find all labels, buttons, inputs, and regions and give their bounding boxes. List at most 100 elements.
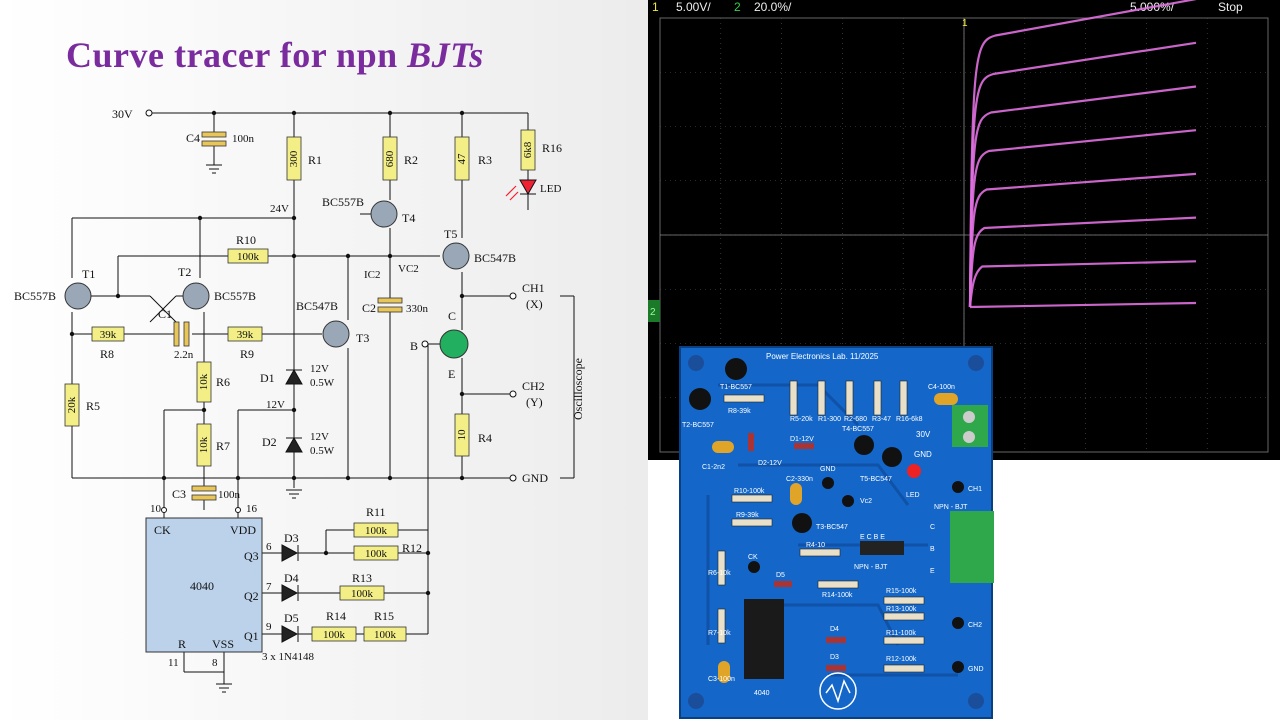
r16-value: 6k8: [522, 141, 534, 158]
svg-text:C3: C3: [172, 487, 186, 501]
svg-text:D4: D4: [284, 571, 299, 585]
svg-text:R9: R9: [240, 347, 254, 361]
svg-text:D1: D1: [260, 371, 275, 385]
svg-text:0.5W: 0.5W: [310, 445, 335, 457]
r5-value: 20k: [66, 396, 78, 413]
svg-text:10: 10: [150, 503, 162, 515]
svg-text:D3: D3: [284, 531, 299, 545]
svg-text:C1: C1: [158, 307, 172, 321]
svg-text:R6-10k: R6-10k: [708, 570, 731, 577]
svg-text:T2-BC557: T2-BC557: [682, 422, 714, 429]
svg-text:B: B: [410, 339, 418, 353]
svg-text:R9-39k: R9-39k: [736, 512, 759, 519]
svg-text:D3: D3: [830, 654, 839, 661]
svg-text:12V: 12V: [310, 363, 329, 375]
svg-text:R12: R12: [402, 541, 422, 555]
svg-text:D2: D2: [262, 435, 277, 449]
svg-text:CK: CK: [748, 554, 758, 561]
svg-text:R12-100k: R12-100k: [886, 656, 917, 663]
svg-text:12V: 12V: [310, 431, 329, 443]
svg-text:R1-300: R1-300: [818, 416, 841, 423]
trace-curve-1: [968, 260, 1197, 308]
svg-text:BC557B: BC557B: [322, 195, 364, 209]
r3-value: 47: [456, 153, 468, 165]
r10-value: 100k: [237, 251, 260, 263]
ic-name: 4040: [190, 579, 214, 593]
svg-text:R10: R10: [236, 233, 256, 247]
svg-text:C2: C2: [362, 301, 376, 315]
svg-text:30V: 30V: [916, 430, 931, 439]
svg-text:T3: T3: [356, 331, 369, 345]
r12-value: 100k: [365, 548, 388, 560]
svg-text:330n: 330n: [406, 303, 429, 315]
r7-value: 10k: [198, 436, 210, 453]
svg-text:12V: 12V: [266, 399, 285, 411]
trace-curve-3: [968, 172, 1197, 308]
r15-value: 100k: [374, 629, 397, 641]
svg-text:R5-20k: R5-20k: [790, 416, 813, 423]
svg-text:VC2: VC2: [398, 263, 419, 275]
svg-text:E: E: [930, 568, 935, 575]
svg-text:T2: T2: [178, 265, 191, 279]
svg-text:T4-BC557: T4-BC557: [842, 426, 874, 433]
svg-text:B: B: [930, 546, 935, 553]
trigger-marker: 1: [962, 18, 968, 29]
svg-text:R2: R2: [404, 153, 418, 167]
svg-text:C3-100n: C3-100n: [708, 676, 735, 683]
svg-text:LED: LED: [540, 183, 561, 195]
svg-text:R14-100k: R14-100k: [822, 592, 853, 599]
r1-value: 300: [288, 150, 300, 167]
r4-value: 10: [456, 429, 468, 441]
svg-text:NPN - BJT: NPN - BJT: [934, 504, 968, 511]
svg-text:D5: D5: [284, 611, 299, 625]
svg-text:C1-2n2: C1-2n2: [702, 464, 725, 471]
svg-text:GND: GND: [820, 466, 836, 473]
oscilloscope-label: Oscilloscope: [571, 358, 585, 420]
svg-text:T5: T5: [444, 227, 457, 241]
svg-text:D1-12V: D1-12V: [790, 436, 814, 443]
svg-text:T3-BC547: T3-BC547: [816, 524, 848, 531]
svg-text:Q3: Q3: [244, 549, 259, 563]
svg-text:CK: CK: [154, 523, 171, 537]
r14-value: 100k: [323, 629, 346, 641]
svg-text:CH2: CH2: [968, 622, 982, 629]
svg-text:Q1: Q1: [244, 629, 259, 643]
trace-curve-5: [968, 85, 1197, 308]
svg-text:R15-100k: R15-100k: [886, 588, 917, 595]
svg-text:LED: LED: [906, 492, 920, 499]
svg-text:R13-100k: R13-100k: [886, 606, 917, 613]
supply-label: 30V: [112, 107, 133, 121]
svg-text:R10-100k: R10-100k: [734, 488, 765, 495]
scope-status-bar: 1 5.00V/ 2 20.0%/ 5.000%/ Stop: [652, 0, 1243, 14]
svg-text:R4: R4: [478, 431, 492, 445]
schematic-panel: Curve tracer for npn BJTs: [0, 0, 648, 720]
svg-text:R14: R14: [326, 609, 346, 623]
svg-text:Q2: Q2: [244, 589, 259, 603]
svg-text:R15: R15: [374, 609, 394, 623]
ic-4040: [145, 517, 263, 653]
svg-text:Power Electronics Lab. 11/2025: Power Electronics Lab. 11/2025: [766, 352, 879, 361]
svg-text:D5: D5: [776, 572, 785, 579]
r2-value: 680: [384, 150, 396, 167]
svg-text:C4-100n: C4-100n: [928, 384, 955, 391]
svg-text:BC557B: BC557B: [214, 289, 256, 303]
svg-text:100n: 100n: [218, 489, 241, 501]
svg-text:11: 11: [168, 657, 179, 669]
svg-text:R7: R7: [216, 439, 230, 453]
svg-text:8: 8: [212, 657, 218, 669]
svg-text:R5: R5: [86, 399, 100, 413]
svg-text:E C B E: E C B E: [860, 534, 885, 541]
svg-text:BC547B: BC547B: [296, 299, 338, 313]
svg-text:C2-330n: C2-330n: [786, 476, 813, 483]
svg-text:R11: R11: [366, 505, 386, 519]
r8-value: 39k: [100, 329, 117, 341]
r13-value: 100k: [351, 588, 374, 600]
svg-text:R3-47: R3-47: [872, 416, 891, 423]
r11-value: 100k: [365, 525, 388, 537]
svg-text:R8-39k: R8-39k: [728, 408, 751, 415]
svg-text:6: 6: [266, 541, 272, 553]
svg-text:R16-6k8: R16-6k8: [896, 416, 923, 423]
page-title: Curve tracer for npn BJTs: [66, 35, 484, 75]
svg-text:16: 16: [246, 503, 258, 515]
svg-text:GND: GND: [914, 450, 932, 459]
